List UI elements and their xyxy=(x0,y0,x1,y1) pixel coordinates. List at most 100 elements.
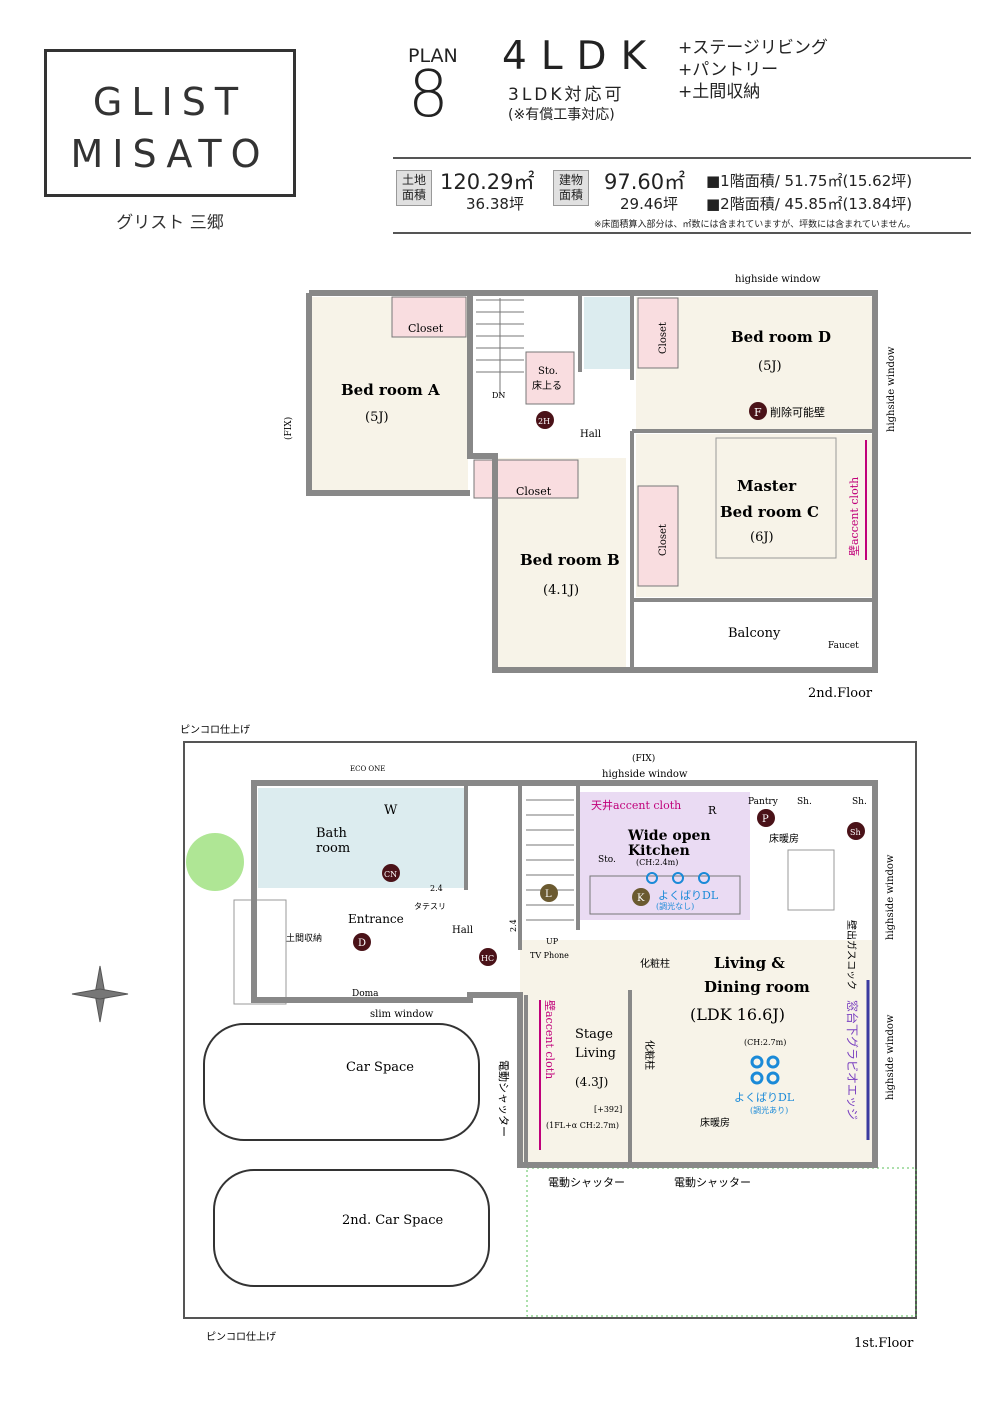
label-wall-accent-1f: 壁accent cloth xyxy=(543,1000,557,1079)
downlights-kitchen xyxy=(646,872,710,884)
label-removable-wall: 削除可能壁 xyxy=(770,405,825,419)
balcony xyxy=(636,602,872,667)
label-ldk2: Dining room xyxy=(704,978,810,996)
label-ldk1: Living & xyxy=(714,954,785,972)
label-kesho-1: 化粧柱 xyxy=(640,957,670,970)
label-ldk-ch: (CH:2.7m) xyxy=(744,1038,786,1047)
header-rule-bottom xyxy=(393,232,971,234)
plan-label: PLAN xyxy=(408,45,458,67)
header-rule-top xyxy=(393,157,971,159)
label-pinkoro-top: ピンコロ仕上げ xyxy=(180,723,250,736)
bed-master xyxy=(715,437,837,559)
label-ldk3: (LDK 16.6J) xyxy=(690,1005,785,1024)
marker-2h-label: 2H xyxy=(538,417,550,426)
marker-d xyxy=(353,933,371,951)
building-area-tag: 建物面積 xyxy=(553,170,589,206)
label-up: UP xyxy=(546,937,559,946)
car-1 xyxy=(203,1023,480,1141)
label-eco-one: ECO ONE xyxy=(350,765,385,773)
label-kitchen-ch: (CH:2.4m) xyxy=(636,858,678,867)
inner-walls-2f xyxy=(468,293,875,670)
option-3: +土間収納 xyxy=(678,82,761,102)
label-fix-2f: (FIX) xyxy=(283,417,294,440)
label-hall-2f: Hall xyxy=(580,429,601,440)
label-dl2-note: (調光あり) xyxy=(750,1105,788,1115)
label-highside-right-1f-1: highside window xyxy=(885,854,896,940)
marker-f-label: F xyxy=(754,406,762,419)
garden-area xyxy=(526,1167,917,1317)
label-hall-1f: Hall xyxy=(452,925,473,936)
label-shutter-1: 電動シャッター xyxy=(497,1060,511,1137)
marker-sh-label: Sh xyxy=(850,828,861,837)
first-floor: Bath room W Entrance Doma Hall 土間収納 タテスリ… xyxy=(71,723,917,1351)
label-kitchen1: Wide open xyxy=(627,828,711,844)
label-kesho-2: 化粧柱 xyxy=(643,1040,656,1070)
closet-d xyxy=(637,297,679,369)
closet-c xyxy=(637,485,679,587)
marker-k-label: K xyxy=(637,893,645,904)
label-sh-1: Sh. xyxy=(797,797,812,807)
label-sto-1f: Sto. xyxy=(598,855,616,865)
marker-d-label: D xyxy=(358,938,366,949)
label-stage-ch: (1FL+α CH:2.7m) xyxy=(546,1121,619,1130)
lot-boundary xyxy=(183,741,917,1319)
marker-l-label: L xyxy=(545,889,552,900)
option-1: +ステージリビング xyxy=(678,38,828,58)
label-accent-2f: 壁accent cloth xyxy=(847,477,861,556)
marker-cn xyxy=(382,864,400,882)
second-floor: Bed room A (5J) Bed room B (4.1J) Bed ro… xyxy=(283,274,897,701)
toilet-2f xyxy=(584,297,630,369)
label-master-size: (6J) xyxy=(750,530,774,545)
option-2: +パントリー xyxy=(678,60,779,80)
storage-2f xyxy=(525,351,575,405)
marker-p-label: P xyxy=(762,814,769,825)
marker-hc xyxy=(479,948,497,966)
floor1-area: ■1階面積/ 51.75㎡(15.62坪) xyxy=(706,172,913,190)
label-bedroom-d-size: (5J) xyxy=(758,359,782,374)
marker-p xyxy=(757,809,775,827)
label-closet-b: Closet xyxy=(516,485,552,498)
bathroom-area xyxy=(258,788,466,888)
label-entrance: Entrance xyxy=(348,912,404,926)
walls-1f xyxy=(251,780,878,1168)
tree xyxy=(186,833,244,891)
stairs-2f xyxy=(476,298,524,396)
label-floor1: 1st.Floor xyxy=(854,1336,914,1351)
label-doma: Doma xyxy=(352,989,379,999)
logo: GLIST MISATO xyxy=(44,49,296,197)
label-closet-a: Closet xyxy=(408,322,444,335)
label-shutter-3: 電動シャッター xyxy=(674,1175,751,1189)
closet-b xyxy=(473,459,579,499)
label-highside-right-1f-2: highside window xyxy=(885,1014,896,1100)
label-dl1-note: (調光なし) xyxy=(656,901,694,911)
label-ceiling-accent: 天井accent cloth xyxy=(591,798,681,812)
building-sqm: 97.60㎡ xyxy=(604,170,686,194)
label-stage2: Living xyxy=(575,1046,616,1061)
label-shutter-2: 電動シャッター xyxy=(548,1175,625,1189)
label-car-space: Car Space xyxy=(346,1060,414,1075)
label-bedroom-a-size: (5J) xyxy=(365,410,389,425)
label-num-24b: 2.4 xyxy=(509,919,518,932)
stairs-1f xyxy=(526,799,574,921)
label-pinkoro-bottom: ピンコロ仕上げ xyxy=(206,1330,276,1343)
label-sto-2f: Sto. xyxy=(538,366,558,377)
logo-line1: GLIST xyxy=(92,80,248,124)
label-stage-392: [+392] xyxy=(594,1105,622,1114)
label-num-24a: 2.4 xyxy=(430,884,443,893)
downlights-ldk xyxy=(750,1055,780,1085)
label-dl1: よくばりDL xyxy=(658,889,719,902)
label-car-space-2: 2nd. Car Space xyxy=(342,1213,444,1228)
label-storage: 土間収納 xyxy=(286,932,322,944)
label-bedroom-b: Bed room B xyxy=(520,551,620,569)
label-floor2: 2nd.Floor xyxy=(808,686,873,701)
stage-living xyxy=(530,998,630,1162)
label-fix-1f: (FIX) xyxy=(632,753,655,764)
label-stage-size: (4.3J) xyxy=(575,1075,608,1089)
label-closet-c: Closet xyxy=(658,524,669,556)
label-highside-top-2f: highside window xyxy=(735,274,821,285)
plan-alt-note: (※有償工事対応) xyxy=(508,107,615,123)
label-w: W xyxy=(384,803,398,818)
label-floor-heat-2: 床暖房 xyxy=(700,1116,730,1129)
kitchen xyxy=(580,792,750,920)
label-sto-note: 床上る xyxy=(532,379,562,392)
